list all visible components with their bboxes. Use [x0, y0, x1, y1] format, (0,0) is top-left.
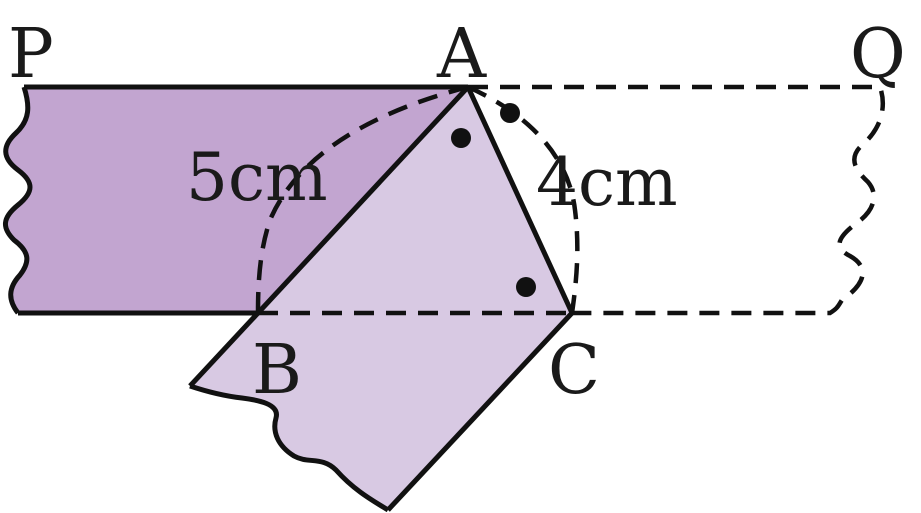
strip-unfolded-region — [5, 87, 468, 313]
folded-flap-region — [190, 87, 572, 510]
arc-ab-dashed — [255, 84, 469, 314]
point-label-q: Q — [850, 15, 906, 94]
segment-ac — [465, 85, 575, 315]
point-label-p: P — [8, 15, 54, 94]
torn-edge-flap — [189, 383, 390, 513]
measure-label-ac: 4cm — [536, 144, 678, 221]
point-label-c: C — [548, 331, 600, 410]
fold-line-ab — [256, 85, 470, 315]
angle-marker-dot — [451, 128, 471, 148]
angle-marker-dot — [516, 277, 536, 297]
point-label-a: A — [436, 15, 487, 94]
flap-edge-b — [188, 311, 260, 388]
flap-edge-c — [386, 311, 574, 512]
angle-marker-dot — [500, 103, 520, 123]
measure-label-ab: 5cm — [186, 139, 328, 216]
torn-edge-left — [3, 86, 33, 315]
point-label-b: B — [252, 331, 302, 410]
